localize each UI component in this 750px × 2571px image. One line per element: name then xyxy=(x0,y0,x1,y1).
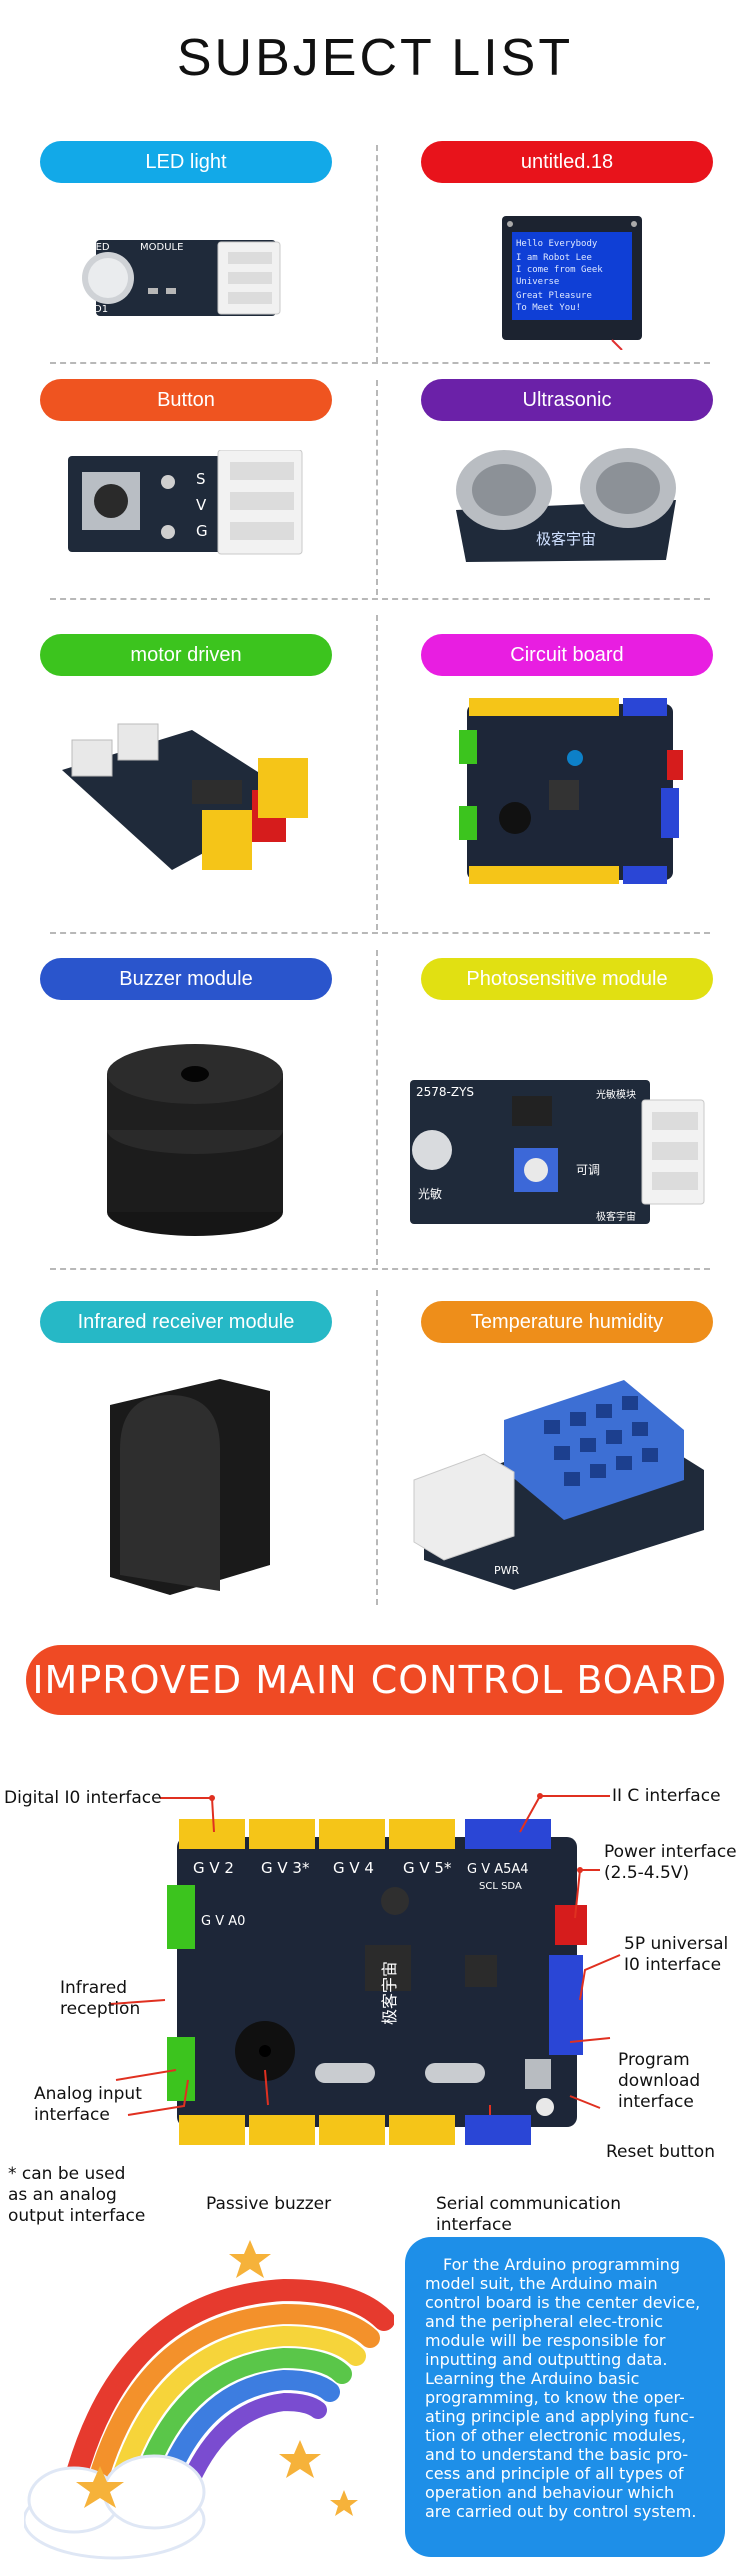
column-divider xyxy=(376,950,378,1265)
callout-iic: II C interface xyxy=(612,1786,721,1806)
column-divider xyxy=(376,380,378,595)
callout-lines xyxy=(109,1793,621,2116)
callout-passive-buzzer: Passive buzzer xyxy=(206,2194,332,2214)
callout-program-download: Program download interface xyxy=(618,2050,701,2112)
row-divider xyxy=(50,1268,710,1270)
led-module-image: LED MODULE D1 xyxy=(82,240,281,316)
button-pin-label: G xyxy=(196,522,208,540)
subject-pill-buzzer-module: Buzzer module xyxy=(40,958,332,1000)
subject-pill-temperature-humidity: Temperature humidity xyxy=(421,1301,713,1343)
subject-pill-circuit-board: Circuit board xyxy=(421,634,713,676)
callout-serial: Serial communication interface xyxy=(436,2194,621,2235)
board-banner: IMPROVED MAIN CONTROL BOARD xyxy=(26,1645,724,1715)
oled-line: Great Pleasure xyxy=(516,291,592,301)
board-label: G V A5A4 xyxy=(467,1862,529,1877)
page-title: SUBJECT LIST xyxy=(176,29,574,87)
ultrasonic-module-image: 极客宇宙 xyxy=(456,448,676,562)
board-side-label: G V A0 xyxy=(201,1914,245,1929)
oled-line: To Meet You! xyxy=(516,303,581,313)
callout-analog-output: * can be used as an analog output interf… xyxy=(8,2164,146,2226)
oled-line: I come from Geek xyxy=(516,265,603,275)
rainbow-illustration xyxy=(24,2240,394,2560)
temperature-humidity-image: PWR xyxy=(413,1380,704,1590)
ultrasonic-brand: 极客宇宙 xyxy=(536,530,596,548)
callout-digital-io: Digital I0 interface xyxy=(4,1788,162,1808)
buzzer-module-image xyxy=(107,1044,283,1236)
photosensitive-right-text: 可调 xyxy=(576,1163,600,1177)
description-box: For the Arduino programming model suit, … xyxy=(405,2237,725,2557)
photosensitive-module-image: 2578-ZYS 光敏 可调 光敏模块 极客宇宙 xyxy=(410,1080,705,1224)
board-label: G V 2 xyxy=(193,1859,234,1877)
callout-universal-io: 5P universal I0 interface xyxy=(624,1934,729,1975)
column-divider xyxy=(376,615,378,930)
row-divider xyxy=(50,598,710,600)
board-label: G V 3* xyxy=(261,1859,310,1877)
module-label: MODULE xyxy=(140,242,183,253)
photosensitive-top-right: 光敏模块 xyxy=(596,1088,636,1101)
subject-pill-button: Button xyxy=(40,379,332,421)
column-divider xyxy=(376,145,378,363)
d1-label: D1 xyxy=(94,304,108,315)
board-sda-label: SCL SDA xyxy=(479,1881,522,1892)
temperature-pwr-label: PWR xyxy=(494,1564,520,1577)
oled-line: Universe xyxy=(516,277,559,287)
circuit-board-image xyxy=(459,698,683,884)
board-label: G V 5* xyxy=(403,1859,452,1877)
oled-module-image: Hello Everybody I am Robot Lee I come fr… xyxy=(502,216,642,350)
motor-driven-image xyxy=(62,723,308,870)
subject-pill-led-light: LED light xyxy=(40,141,332,183)
main-control-board-image: G V 2 G V 3* G V 4 G V 5* G V A5A4 SCL S… xyxy=(167,1819,587,2145)
row-divider xyxy=(50,362,710,364)
subject-pill-photosensitive-module: Photosensitive module xyxy=(421,958,713,1000)
oled-line: Hello Everybody xyxy=(516,239,598,249)
callout-infrared: Infrared reception xyxy=(60,1978,141,2019)
subject-pill-ultrasonic: Ultrasonic xyxy=(421,379,713,421)
oled-line: I am Robot Lee xyxy=(516,253,592,263)
subject-pill-motor-driven: motor driven xyxy=(40,634,332,676)
button-pin-label: V xyxy=(196,496,207,514)
row-divider xyxy=(50,932,710,934)
button-pin-label: S xyxy=(196,470,206,488)
column-divider xyxy=(376,1290,378,1605)
infrared-receiver-image xyxy=(110,1379,270,1595)
callout-reset: Reset button xyxy=(606,2142,715,2162)
board-brand: 极客宇宙 xyxy=(380,1961,399,2025)
photosensitive-left-text: 光敏 xyxy=(418,1186,442,1201)
board-label: G V 4 xyxy=(333,1859,374,1877)
photosensitive-bottom-right: 极客宇宙 xyxy=(596,1210,636,1223)
photosensitive-model: 2578-ZYS xyxy=(416,1085,474,1099)
subject-pill-untitled: untitled.18 xyxy=(421,141,713,183)
led-label: LED xyxy=(90,242,110,253)
callout-power: Power interface (2.5-4.5V) xyxy=(604,1842,737,1883)
button-module-image: S V G xyxy=(68,450,303,555)
callout-analog-input: Analog input interface xyxy=(34,2084,142,2125)
subject-pill-infrared-receiver: Infrared receiver module xyxy=(40,1301,332,1343)
